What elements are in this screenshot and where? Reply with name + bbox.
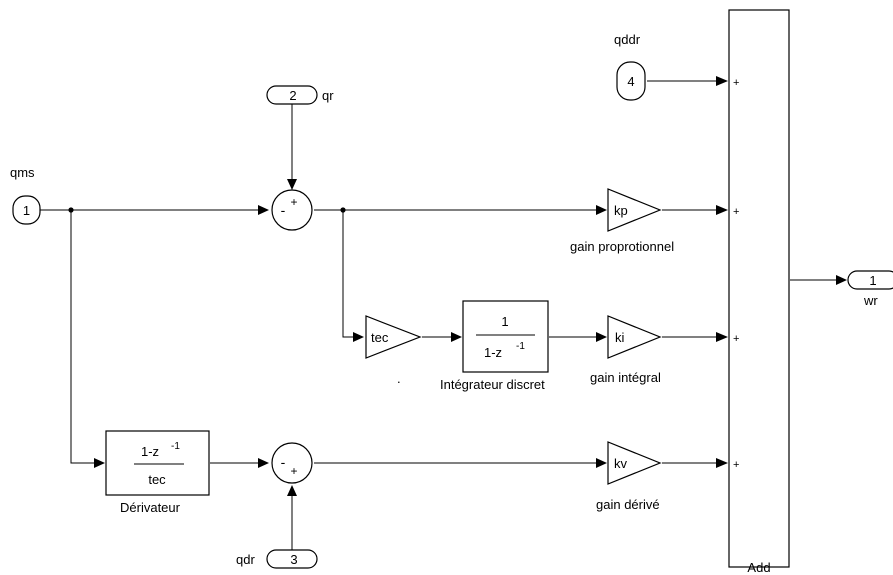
inport-qdr-label: qdr: [236, 552, 255, 567]
integrator-numerator: 1: [501, 314, 508, 329]
outport-wr-number: 1: [869, 273, 876, 288]
sum-top-sign-plus: +: [290, 195, 297, 209]
inport-qddr-label: qddr: [614, 32, 641, 47]
sum-bottom-sign-plus: +: [290, 464, 297, 478]
add-sign-2: +: [733, 206, 739, 218]
gain-kp-triangle[interactable]: [607, 188, 662, 232]
sum-bottom-circle[interactable]: [271, 442, 313, 484]
gain-kv-text: kv: [614, 456, 628, 471]
integrator-caption: Intégrateur discret: [440, 377, 545, 392]
arrowheads: [94, 76, 847, 496]
sum-bottom-sign-minus: -: [281, 454, 286, 470]
arrow-into-add-4: [716, 458, 728, 468]
integrator-denominator-base: 1-z: [484, 345, 502, 360]
gain-ki-caption: gain intégral: [590, 370, 661, 385]
add-sign-4: +: [733, 459, 739, 471]
arrow-into-tec: [353, 332, 364, 342]
gain-kv-triangle[interactable]: [607, 441, 662, 485]
gain-ki-text: ki: [615, 330, 625, 345]
inport-qr-number: 2: [289, 88, 296, 103]
sum-bottom[interactable]: - +: [271, 442, 313, 484]
arrow-into-add-2: [716, 205, 728, 215]
arrow-into-add-1: [716, 76, 728, 86]
gain-ki[interactable]: ki gain intégral: [590, 315, 662, 385]
signal-wires: [40, 80, 836, 551]
wire-error-to-tec: [342, 210, 353, 338]
gain-tec-triangle[interactable]: [365, 315, 422, 359]
outport-wr-shape[interactable]: [847, 270, 893, 290]
inport-qr-shape[interactable]: [266, 85, 318, 105]
arrow-into-kp: [596, 205, 607, 215]
add-caption: Add: [747, 560, 770, 575]
add-sign-3: +: [733, 333, 739, 345]
stray-dot: .: [397, 371, 401, 386]
inport-qdr[interactable]: 3 qdr: [236, 549, 318, 569]
gain-kp[interactable]: kp gain proprotionnel: [570, 188, 674, 254]
inport-qms-number: 1: [23, 203, 30, 218]
add-rect[interactable]: [728, 9, 790, 568]
derivative-denominator: tec: [148, 472, 166, 487]
inport-qdr-shape[interactable]: [266, 549, 318, 569]
gain-kp-text: kp: [614, 203, 628, 218]
derivative-numerator-exp: -1: [171, 441, 180, 452]
junction-dot: [340, 207, 346, 213]
inport-qr[interactable]: 2 qr: [266, 85, 334, 105]
inport-qddr[interactable]: 4 qddr: [614, 32, 646, 101]
arrow-into-sum-top: [287, 179, 297, 190]
outport-wr-label: wr: [863, 293, 878, 308]
derivative-numerator-base: 1-z: [141, 444, 159, 459]
integrator-rect[interactable]: [462, 300, 549, 373]
derivative-rect[interactable]: [105, 430, 210, 496]
arrow-into-derivative: [94, 458, 105, 468]
add-block[interactable]: + + + + Add: [728, 9, 790, 575]
inport-qms-label: qms: [10, 165, 35, 180]
inport-qdr-number: 3: [290, 552, 297, 567]
inport-qddr-number: 4: [627, 74, 634, 89]
arrow-into-sum2-left: [258, 458, 269, 468]
derivative-caption: Dérivateur: [120, 500, 181, 515]
wire-qms-to-derivative: [70, 210, 95, 464]
gain-ki-triangle[interactable]: [607, 315, 662, 359]
inport-qr-label: qr: [322, 88, 334, 103]
arrow-into-kv: [596, 458, 607, 468]
gain-tec[interactable]: tec: [365, 315, 422, 359]
gain-tec-text: tec: [371, 330, 389, 345]
outport-wr[interactable]: 1 wr: [847, 270, 893, 308]
sum-top-sign-minus: -: [281, 202, 286, 218]
integrator-denominator-exp: -1: [516, 341, 525, 352]
arrow-into-add-3: [716, 332, 728, 342]
gain-kv-caption: gain dérivé: [596, 497, 660, 512]
derivative-block[interactable]: 1-z -1 tec Dérivateur: [105, 430, 210, 515]
add-sign-1: +: [733, 77, 739, 89]
integrator-block[interactable]: 1 1-z -1 Intégrateur discret: [440, 300, 549, 392]
junction-dot: [68, 207, 74, 213]
arrow-into-integrator: [451, 332, 462, 342]
sum-top[interactable]: + -: [271, 189, 313, 231]
arrow-into-ki: [596, 332, 607, 342]
inport-qms-shape[interactable]: [12, 195, 41, 225]
arrow-into-sum-left: [258, 205, 269, 215]
inport-qddr-shape[interactable]: [616, 61, 646, 101]
sum-top-circle[interactable]: [271, 189, 313, 231]
arrow-into-wr: [836, 275, 847, 285]
gain-kv[interactable]: kv gain dérivé: [596, 441, 662, 512]
inport-qms[interactable]: 1 qms: [10, 165, 41, 225]
arrow-into-sum2-bottom: [287, 485, 297, 496]
gain-kp-caption: gain proprotionnel: [570, 239, 674, 254]
